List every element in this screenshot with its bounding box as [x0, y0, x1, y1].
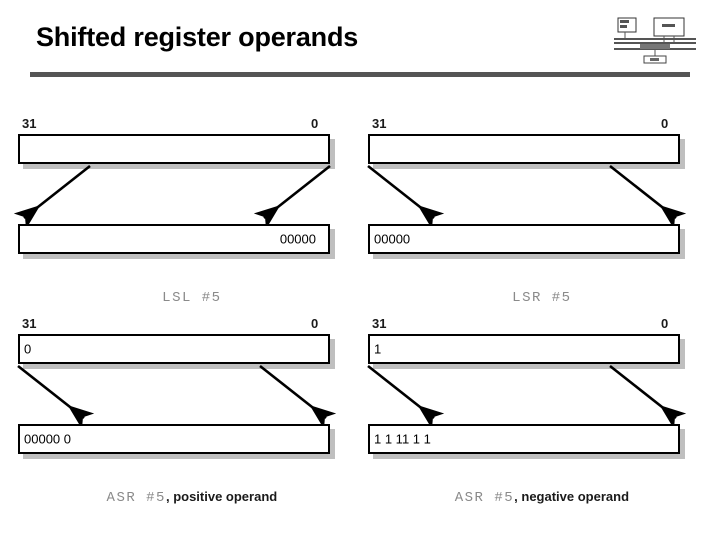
- diagram-lsr: 31 0 00000 LSR #5: [358, 112, 708, 312]
- source-register-box: 0: [18, 334, 330, 364]
- bit-label-lsb: 0: [311, 316, 319, 331]
- block-diagram-logo-icon: [612, 14, 698, 64]
- source-register-bits: 1: [374, 341, 382, 357]
- result-register-bits: 00000 0: [24, 431, 71, 447]
- operation-mnemonic: ASR #5: [106, 490, 166, 506]
- operation-note: , positive operand: [165, 489, 278, 504]
- page-title: Shifted register operands: [36, 22, 359, 52]
- operation-mnemonic: ASR #5: [454, 490, 515, 506]
- operation-mnemonic: LSL #5: [162, 290, 222, 306]
- result-register-bits: 00000: [279, 231, 316, 247]
- bit-label-msb: 31: [372, 116, 387, 131]
- operation-caption: LSR #5: [358, 270, 708, 324]
- operation-caption: ASR #5, negative operand: [358, 470, 708, 524]
- result-register-box: 00000: [18, 224, 330, 254]
- source-register-box: 1: [368, 334, 680, 364]
- diagram-lsl: 31 0 00000 LSL #5: [8, 112, 358, 312]
- result-register-box: 00000: [368, 224, 680, 254]
- diagram-asr-positive: 31 0 0 00000 0 ASR #5, positive operand: [8, 312, 358, 512]
- result-register-box: 00000 0: [18, 424, 330, 454]
- bit-label-lsb: 0: [311, 116, 319, 131]
- operation-caption: ASR #5, positive operand: [8, 470, 358, 524]
- title-divider: [30, 72, 690, 77]
- source-register-bits: 0: [24, 341, 32, 357]
- bit-label-lsb: 0: [661, 116, 669, 131]
- source-register-box: [368, 134, 680, 164]
- operation-note: , negative operand: [514, 489, 630, 504]
- bit-label-msb: 31: [22, 316, 37, 331]
- operation-caption: LSL #5: [8, 270, 358, 324]
- result-register-bits: 1 1 11 1 1: [374, 431, 431, 447]
- diagram-asr-negative: 31 0 1 1 1 11 1 1 ASR #5, negative opera…: [358, 312, 708, 512]
- bit-label-msb: 31: [22, 116, 37, 131]
- result-register-box: 1 1 11 1 1: [368, 424, 680, 454]
- bit-label-msb: 31: [372, 316, 387, 331]
- result-register-bits: 00000: [374, 231, 411, 247]
- operation-mnemonic: LSR #5: [512, 290, 572, 306]
- source-register-box: [18, 134, 330, 164]
- bit-label-lsb: 0: [661, 316, 669, 331]
